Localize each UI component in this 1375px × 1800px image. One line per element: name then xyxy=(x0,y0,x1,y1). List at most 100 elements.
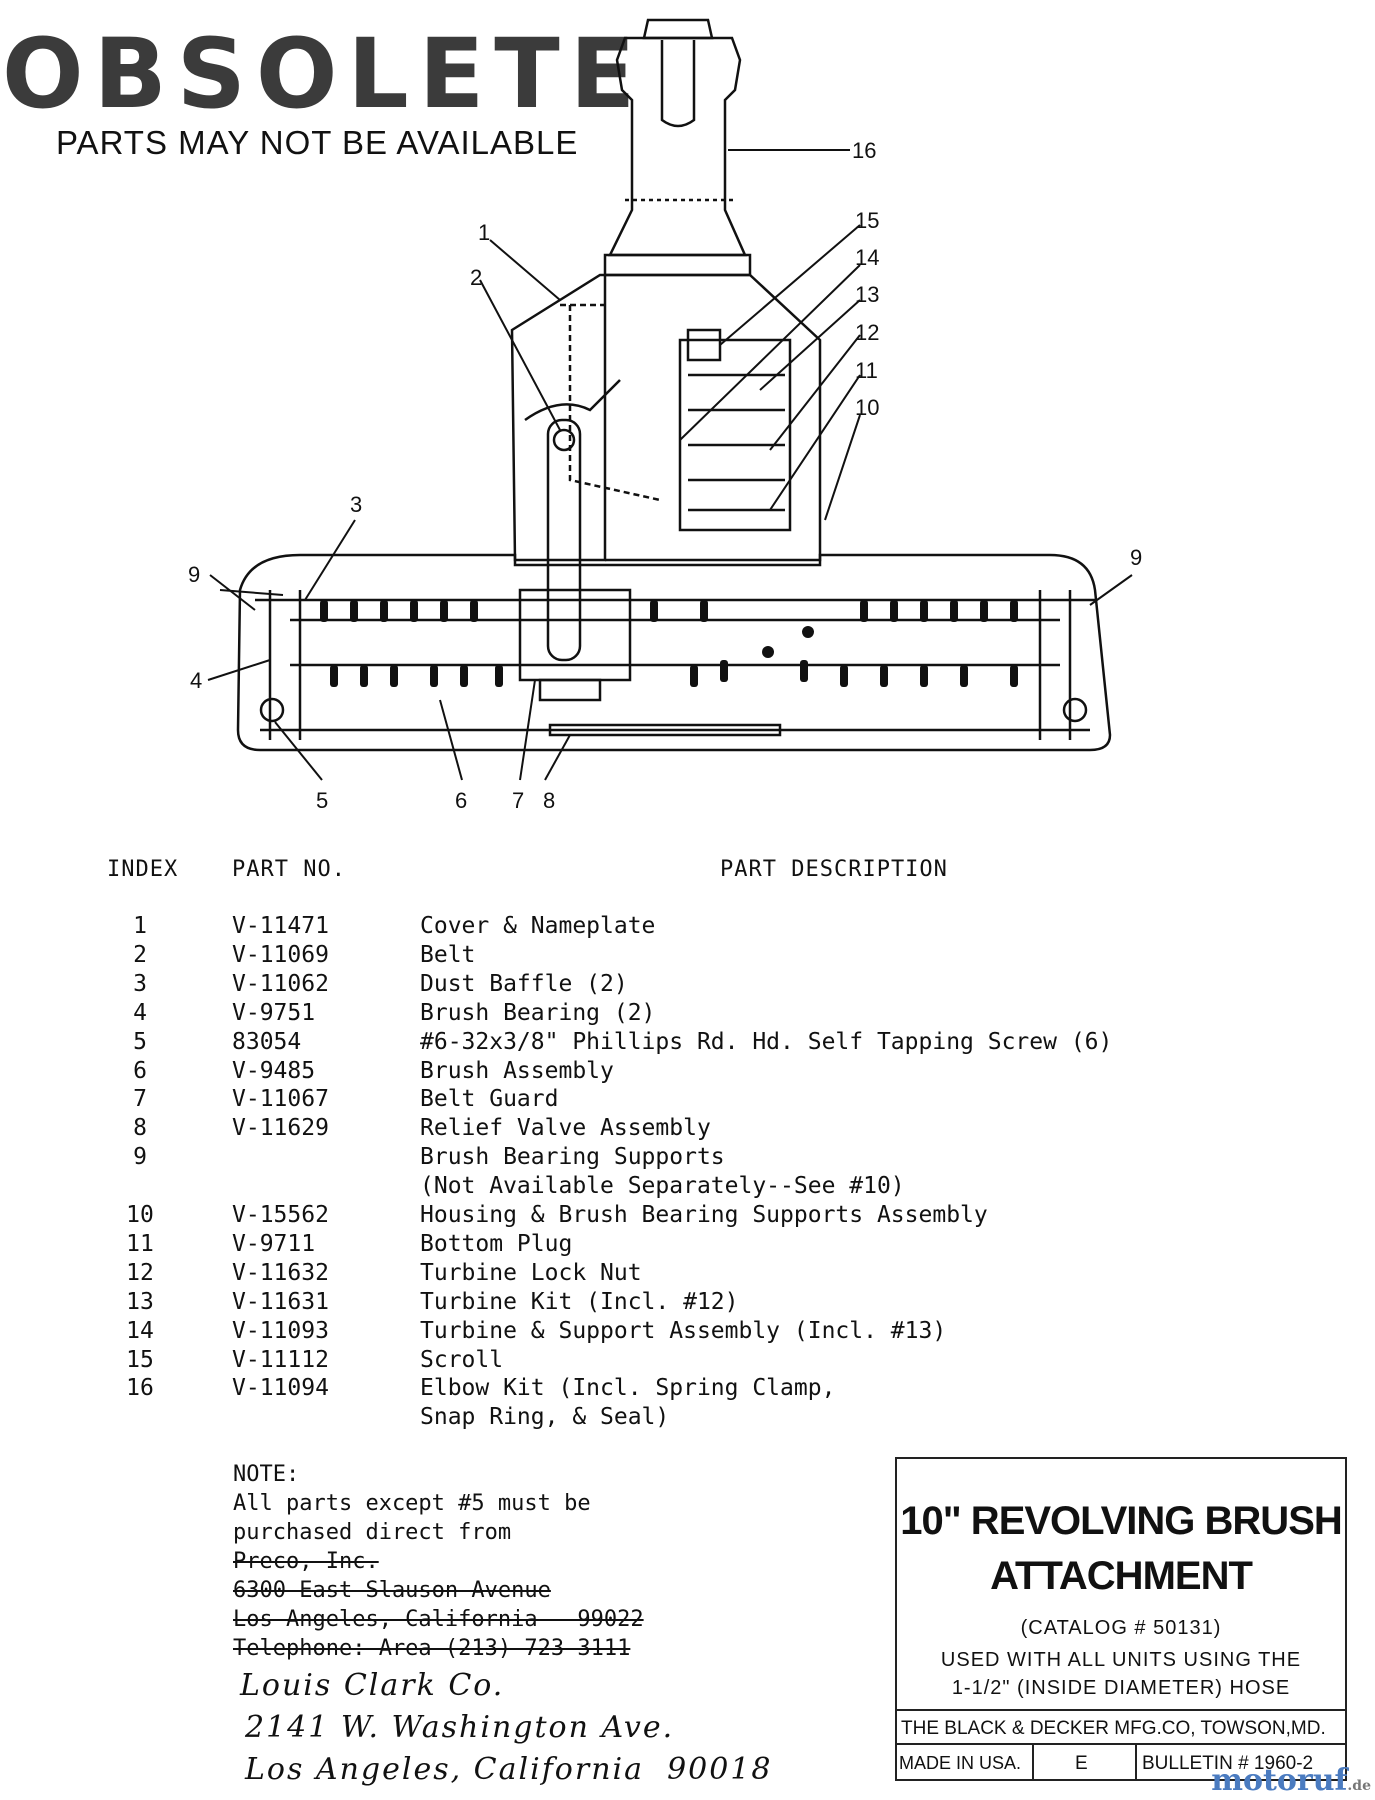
obsolete-stamp: OBSOLETE xyxy=(2,18,646,130)
part-number-cell: V-11112 xyxy=(232,1346,329,1373)
description-cell: Turbine & Support Assembly (Incl. #13) xyxy=(420,1317,947,1344)
note-label: NOTE: xyxy=(233,1462,300,1487)
description-cell: (Not Available Separately--See #10) xyxy=(420,1173,905,1200)
callout-9-right: 9 xyxy=(1130,545,1142,570)
index-cell: 16 xyxy=(126,1375,154,1402)
exploded-diagram: 1 2 3 4 5 6 7 8 9 9 10 11 12 13 14 15 16 xyxy=(188,18,1142,813)
callout-6: 6 xyxy=(455,788,467,813)
table-row: 5 83054 #6-32x3/8" Phillips Rd. Hd. Self T… xyxy=(0,1029,1375,1058)
site-watermark: motoruf.de xyxy=(1211,1763,1371,1798)
index-cell: 8 xyxy=(133,1115,147,1142)
part-number-cell: V-9711 xyxy=(232,1230,316,1257)
note-text-line-2: purchased direct from xyxy=(233,1520,512,1545)
index-cell: 12 xyxy=(126,1259,154,1286)
callout-15: 15 xyxy=(855,208,879,233)
availability-notice: PARTS MAY NOT BE AVAILABLE xyxy=(56,124,579,161)
revision-letter: E xyxy=(1075,1753,1088,1774)
index-cell: 1 xyxy=(133,913,147,939)
turbine-housing xyxy=(560,273,822,562)
callout-5: 5 xyxy=(316,788,328,813)
callout-10: 10 xyxy=(855,395,879,420)
description-cell: Bottom Plug xyxy=(420,1230,573,1257)
description-cell: Belt Guard xyxy=(420,1086,559,1113)
struck-address-line: Los Angeles, California 99022 xyxy=(233,1607,644,1632)
index-cell: 4 xyxy=(133,999,147,1026)
index-cell: 6 xyxy=(133,1057,147,1084)
table-row: 15 V-11112 Scroll xyxy=(0,1347,1375,1376)
index-cell: 9 xyxy=(133,1144,147,1171)
header-part-no: PART NO. xyxy=(232,857,346,882)
table-row: 7 V-11067 Belt Guard xyxy=(0,1086,1375,1115)
callout-7: 7 xyxy=(512,788,524,813)
description-cell: Snap Ring, & Seal) xyxy=(420,1404,670,1431)
description-cell: Turbine Lock Nut xyxy=(420,1259,642,1286)
callout-11: 11 xyxy=(855,358,878,383)
callout-13: 13 xyxy=(855,282,879,307)
callout-12: 12 xyxy=(855,320,879,345)
title-line-2: ATTACHMENT xyxy=(990,1554,1253,1598)
index-cell: 5 xyxy=(133,1028,147,1055)
callout-9-left: 9 xyxy=(188,562,200,587)
index-cell: 2 xyxy=(133,941,147,968)
table-row: 1 V-11471 Cover & Nameplate xyxy=(0,913,1375,942)
handwritten-address-line: 2141 W. Washington Ave. xyxy=(245,1710,675,1745)
description-cell: Brush Bearing Supports xyxy=(420,1144,725,1171)
bulletin-row: MADE IN USA. E BULLETIN # 1960-2 xyxy=(897,1743,1345,1781)
description-cell: Cover & Nameplate xyxy=(420,913,656,939)
struck-address-line: Telephone: Area (213) 723-3111 xyxy=(233,1636,631,1661)
part-number-cell: V-11631 xyxy=(232,1288,329,1315)
title-block: 10" REVOLVING BRUSH ATTACHMENT (CATALOG … xyxy=(895,1457,1347,1781)
callout-14: 14 xyxy=(855,245,879,270)
index-cell: 13 xyxy=(126,1288,154,1315)
brush-assembly xyxy=(290,588,1060,737)
callout-4: 4 xyxy=(190,668,202,693)
description-cell: Scroll xyxy=(420,1346,504,1373)
part-number-cell: V-11067 xyxy=(232,1086,329,1113)
catalog-number: (CATALOG # 50131) xyxy=(1020,1617,1222,1639)
handwritten-address-line: Louis Clark Co. xyxy=(240,1668,505,1703)
index-cell: 14 xyxy=(126,1317,154,1344)
index-cell: 7 xyxy=(133,1086,147,1113)
title-line-1: 10" REVOLVING BRUSH xyxy=(900,1499,1343,1543)
description-cell: Belt xyxy=(420,941,476,968)
part-number-cell: V-11629 xyxy=(232,1115,329,1142)
table-row: (Not Available Separately--See #10) xyxy=(0,1173,1375,1202)
base-housing xyxy=(236,553,1112,752)
usage-line-2: 1-1/2" (INSIDE DIAMETER) HOSE xyxy=(951,1677,1291,1699)
part-number-cell: V-15562 xyxy=(232,1202,329,1228)
description-cell: Housing & Brush Bearing Supports Assembl… xyxy=(420,1202,988,1228)
callout-3: 3 xyxy=(350,492,362,517)
table-row: 9 Brush Bearing Supports xyxy=(0,1144,1375,1173)
made-in: MADE IN USA. xyxy=(899,1753,1022,1773)
part-number-cell: V-11094 xyxy=(232,1375,329,1402)
index-cell: 15 xyxy=(126,1346,154,1373)
callout-8: 8 xyxy=(543,788,555,813)
table-row: 11 V-9711 Bottom Plug xyxy=(0,1231,1375,1260)
table-row: Snap Ring, & Seal) xyxy=(0,1404,1375,1433)
elbow-connector xyxy=(603,18,752,277)
part-number-cell: 83054 xyxy=(232,1028,302,1055)
part-number-cell: V-11471 xyxy=(232,913,329,939)
manufacturer: THE BLACK & DECKER MFG.CO, TOWSON,MD. xyxy=(897,1709,1345,1745)
callout-16: 16 xyxy=(852,138,876,163)
manufacturer-text: THE BLACK & DECKER MFG.CO, TOWSON,MD. xyxy=(901,1718,1326,1739)
bulletin-number: BULLETIN # 1960-2 xyxy=(1142,1753,1314,1774)
index-cell: 11 xyxy=(126,1230,154,1257)
description-cell: Dust Baffle (2) xyxy=(420,970,628,997)
usage-line-1: USED WITH ALL UNITS USING THE xyxy=(940,1649,1302,1671)
cover xyxy=(510,273,621,562)
struck-address-line: 6300 East Slauson Avenue xyxy=(233,1578,551,1603)
struck-address-line: Preco, Inc. xyxy=(233,1549,379,1574)
part-number-cell: V-9751 xyxy=(232,999,316,1026)
index-cell: 3 xyxy=(133,970,147,997)
description-cell: #6-32x3/8" Phillips Rd. Hd. Self Tapping… xyxy=(420,1028,1113,1055)
handwritten-address-line: Los Angeles, California 90018 xyxy=(245,1752,773,1787)
